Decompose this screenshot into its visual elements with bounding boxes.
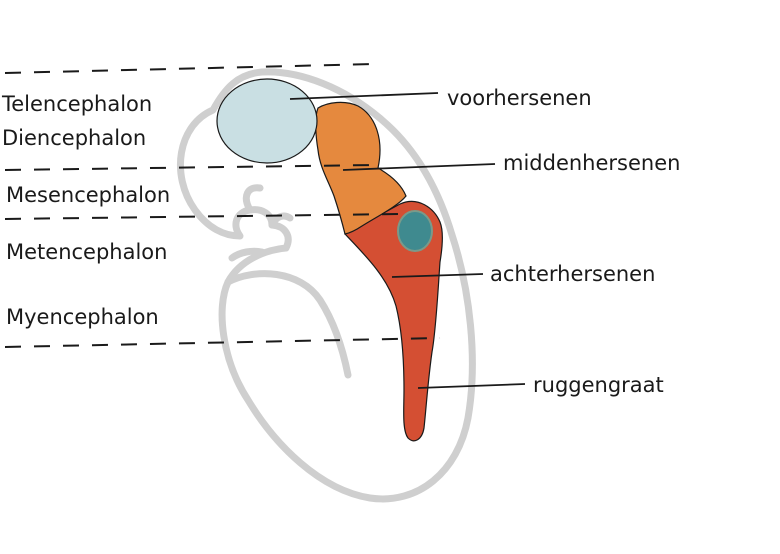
label-voorhersenen: voorhersenen xyxy=(447,86,592,110)
division-lines xyxy=(4,63,441,348)
embryo-body-outline xyxy=(177,68,476,503)
leader-forebrain xyxy=(289,92,439,100)
leader-midbrain xyxy=(342,163,496,171)
right-labels: voorhersenen middenhersenen achterhersen… xyxy=(447,86,680,397)
label-myencephalon: Myencephalon xyxy=(6,305,159,329)
label-telencephalon: Telencephalon xyxy=(1,92,152,116)
left-labels: Telencephalon Diencephalon Mesencephalon… xyxy=(1,92,170,329)
label-middenhersenen: middenhersenen xyxy=(503,151,680,175)
divider-bottom xyxy=(4,337,441,348)
label-achterhersenen: achterhersenen xyxy=(490,262,655,286)
hindbrain-region xyxy=(344,200,443,442)
leader-spinal-cord xyxy=(417,383,526,389)
embryo-outline xyxy=(177,68,476,503)
label-diencephalon: Diencephalon xyxy=(2,126,146,150)
label-mesencephalon: Mesencephalon xyxy=(6,183,170,207)
brain-regions xyxy=(216,78,443,442)
leader-hindbrain xyxy=(391,273,484,278)
divider-mesencephalon-metencephalon xyxy=(4,213,401,220)
embryo-limb-curve xyxy=(224,270,352,379)
forebrain-region xyxy=(216,78,318,164)
leader-lines xyxy=(289,92,526,389)
midbrain-region xyxy=(315,101,407,235)
embryo-inner-fold xyxy=(228,184,294,262)
divider-top xyxy=(4,63,376,74)
label-metencephalon: Metencephalon xyxy=(6,240,167,264)
eye-spot xyxy=(397,210,433,252)
divider-diencephalon-mesencephalon xyxy=(4,164,376,171)
label-ruggengraat: ruggengraat xyxy=(533,373,664,397)
